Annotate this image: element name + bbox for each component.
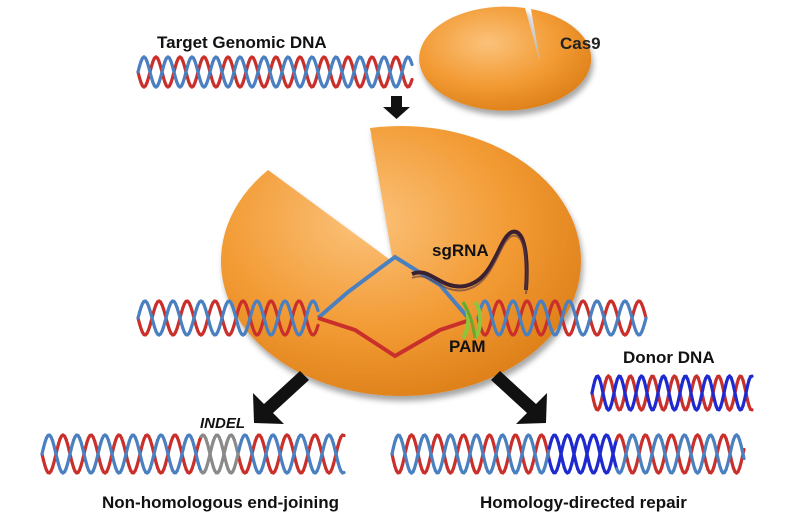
nhej-dna-helix — [40, 433, 346, 475]
cas9-small — [419, 6, 592, 111]
indel-label: INDEL — [200, 415, 245, 432]
middle-dna-helix-right — [476, 299, 648, 337]
arrow-down — [383, 96, 410, 119]
pam-label: PAM — [449, 337, 486, 356]
arrow-to-hdr — [491, 371, 547, 424]
middle-dna-helix-left — [136, 299, 320, 337]
pam-site — [461, 300, 483, 340]
unwound-dna-strands — [316, 254, 472, 359]
sgrna-label: sgRNA — [432, 241, 489, 260]
nhej-label: Non-homologous end-joining — [102, 493, 339, 512]
donor-dna-helix — [590, 374, 754, 412]
arrow-to-nhej — [253, 371, 309, 424]
target-dna-helix — [136, 55, 414, 89]
hdr-label: Homology-directed repair — [480, 493, 687, 512]
donor-dna-label: Donor DNA — [623, 348, 715, 367]
cas9-label: Cas9 — [560, 34, 601, 53]
hdr-dna-helix — [390, 433, 746, 475]
target-dna-label: Target Genomic DNA — [157, 33, 327, 52]
